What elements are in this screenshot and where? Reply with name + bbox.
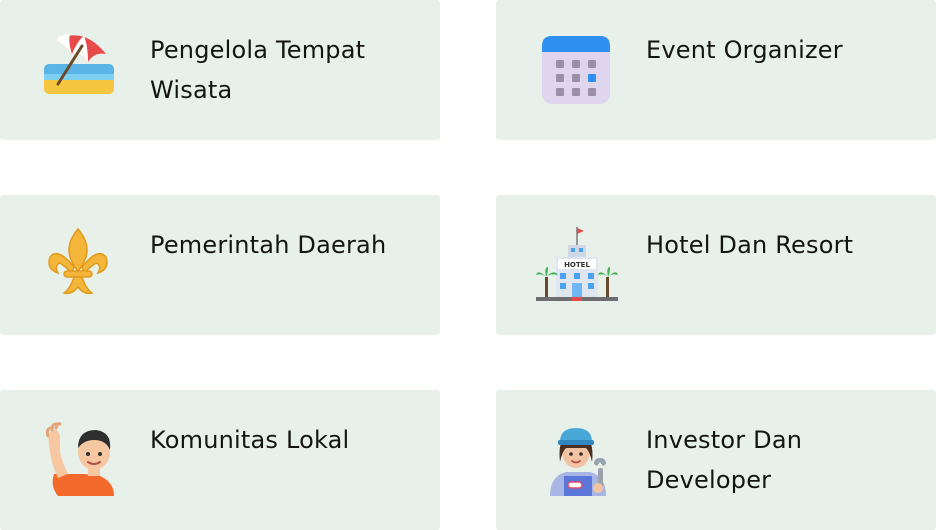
card-label: Investor Dan Developer: [646, 426, 803, 494]
hotel-sign-text: HOTEL: [564, 261, 590, 269]
card-label: Pengelola Tempat Wisata: [150, 36, 366, 104]
card-label: Komunitas Lokal: [150, 426, 350, 454]
card-label: Hotel Dan Resort: [646, 231, 854, 259]
fleur-de-lis-icon: [44, 227, 120, 303]
card-pengelola-tempat-wisata[interactable]: Pengelola Tempat Wisata: [0, 0, 440, 140]
mechanic-icon: [540, 422, 616, 498]
waving-person-icon: [44, 422, 120, 498]
card-komunitas-lokal[interactable]: Komunitas Lokal: [0, 390, 440, 530]
hotel-icon: HOTEL: [536, 227, 618, 303]
card-hotel-dan-resort[interactable]: HOTEL: [496, 195, 936, 335]
card-label: Event Organizer: [646, 36, 843, 64]
beach-umbrella-icon: [44, 32, 120, 108]
card-investor-dan-developer[interactable]: Investor Dan Developer: [496, 390, 936, 530]
card-pemerintah-daerah[interactable]: Pemerintah Daerah: [0, 195, 440, 335]
card-label: Pemerintah Daerah: [150, 231, 387, 259]
calendar-icon: [540, 32, 616, 108]
card-event-organizer[interactable]: Event Organizer: [496, 0, 936, 140]
